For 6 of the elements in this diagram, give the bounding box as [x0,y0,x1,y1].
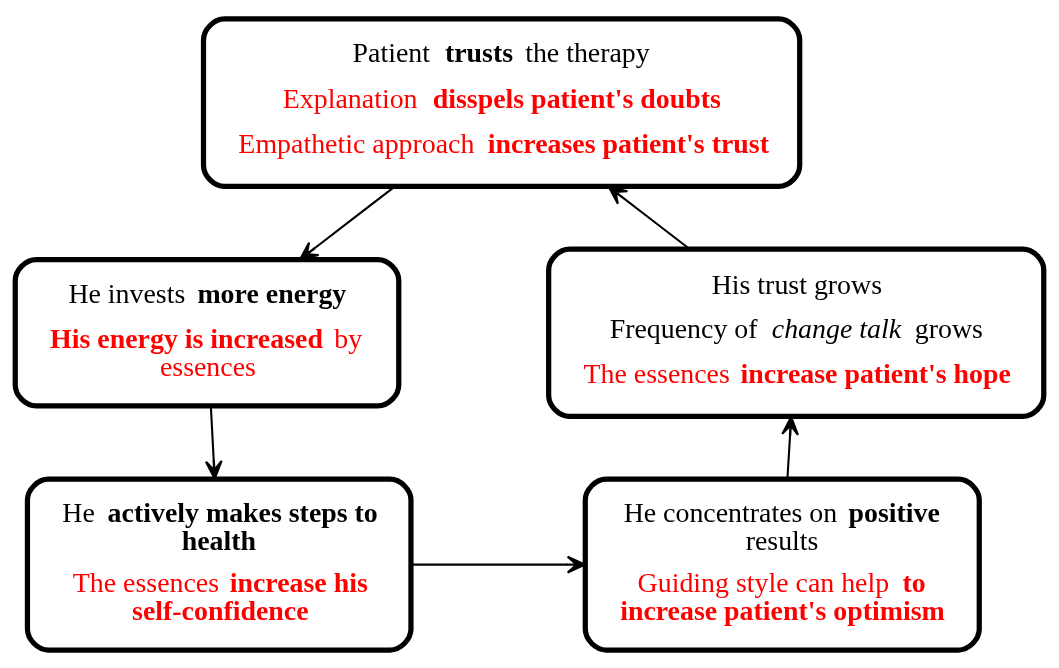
node-box: He invests more energy His energy is increased by essences [12,256,402,409]
node-box: Patient trusts the therapy Explanation disspels patient's doubts Empathetic approach increases patient's trust [200,15,803,189]
node-box: He concentrates on positive results Guiding style can help to increase patient's optimism [582,476,982,653]
node-box: He actively makes steps to health The essences increase his self-confidence [24,476,414,653]
node-box: His trust grows Frequency of change talk grows The essences increase patient's hope [546,245,1047,419]
arrow [204,405,223,480]
